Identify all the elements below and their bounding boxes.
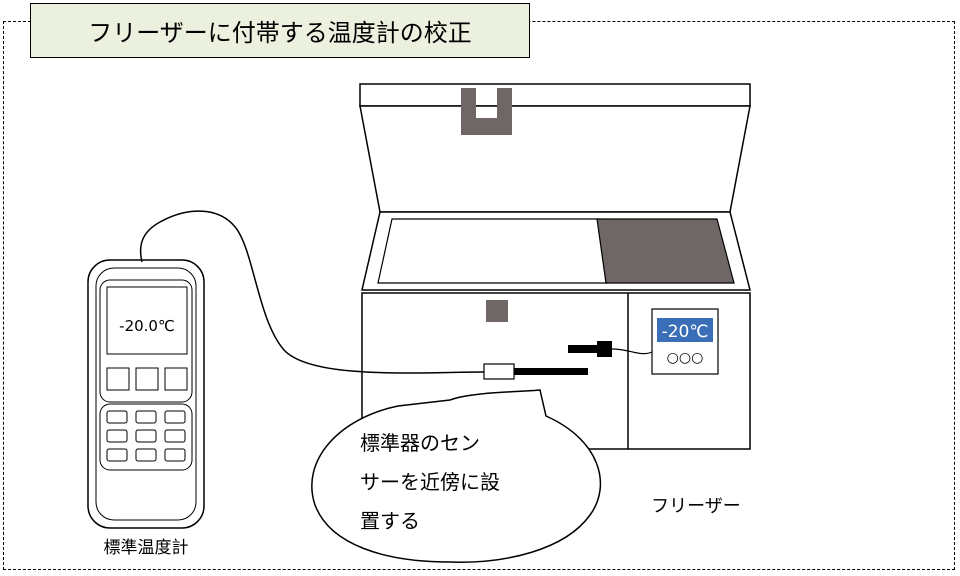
keypad-key: [135, 429, 157, 443]
standard-thermometer: -20.0℃ 標準温度計: [87, 259, 205, 558]
freezer-sensor: [568, 341, 653, 357]
freezer-display-reading: -20℃: [662, 322, 709, 342]
lid-top-edge: [359, 83, 751, 107]
lid-latch: [461, 88, 512, 135]
thermometer-inner-edge: [95, 267, 197, 521]
thermometer-screen: [106, 286, 188, 355]
keypad-key: [164, 410, 186, 424]
thermometer-button-1: [106, 367, 130, 391]
lid-panel: [359, 105, 751, 213]
freezer-display: [657, 318, 713, 342]
freezer-sensor-wire: [611, 348, 653, 355]
callout-line-1: 標準器のセン: [360, 431, 480, 455]
freezer-handle: [486, 300, 508, 322]
freezer-buttons: ○○○: [667, 350, 704, 366]
keypad-key: [164, 448, 186, 462]
standard-sensor: [483, 363, 588, 380]
thermometer-label: 標準温度計: [104, 538, 189, 558]
freezer-lid: [359, 83, 751, 213]
callout-line-3: 置する: [360, 509, 420, 533]
standard-sensor-grip: [483, 363, 515, 380]
thermometer-button-2: [135, 367, 159, 391]
keypad-key: [164, 429, 186, 443]
thermometer-reading: -20.0℃: [119, 317, 175, 335]
thermometer-keypad: [106, 410, 186, 462]
freezer-label: フリーザー: [651, 496, 741, 517]
keypad-key: [106, 429, 128, 443]
keypad-key: [135, 448, 157, 462]
callout-bubble: 標準器のセン サーを近傍に設 置する: [311, 389, 602, 563]
keypad-key: [106, 448, 128, 462]
opening-inner: [377, 218, 609, 284]
thermometer-cable: [139, 210, 485, 374]
freezer-sensor-head: [597, 341, 612, 357]
keypad-key: [106, 410, 128, 424]
callout-line-2: サーを近傍に設: [360, 470, 500, 494]
thermometer-button-3: [164, 367, 188, 391]
callout-shape: [311, 389, 602, 563]
freezer-sensor-probe: [568, 345, 598, 353]
keypad-key: [135, 410, 157, 424]
freezer-opening: [361, 211, 751, 291]
diagram-title: フリーザーに付帯する温度計の校正: [30, 3, 530, 58]
standard-sensor-probe: [514, 368, 588, 375]
ice-panel: [596, 218, 735, 284]
